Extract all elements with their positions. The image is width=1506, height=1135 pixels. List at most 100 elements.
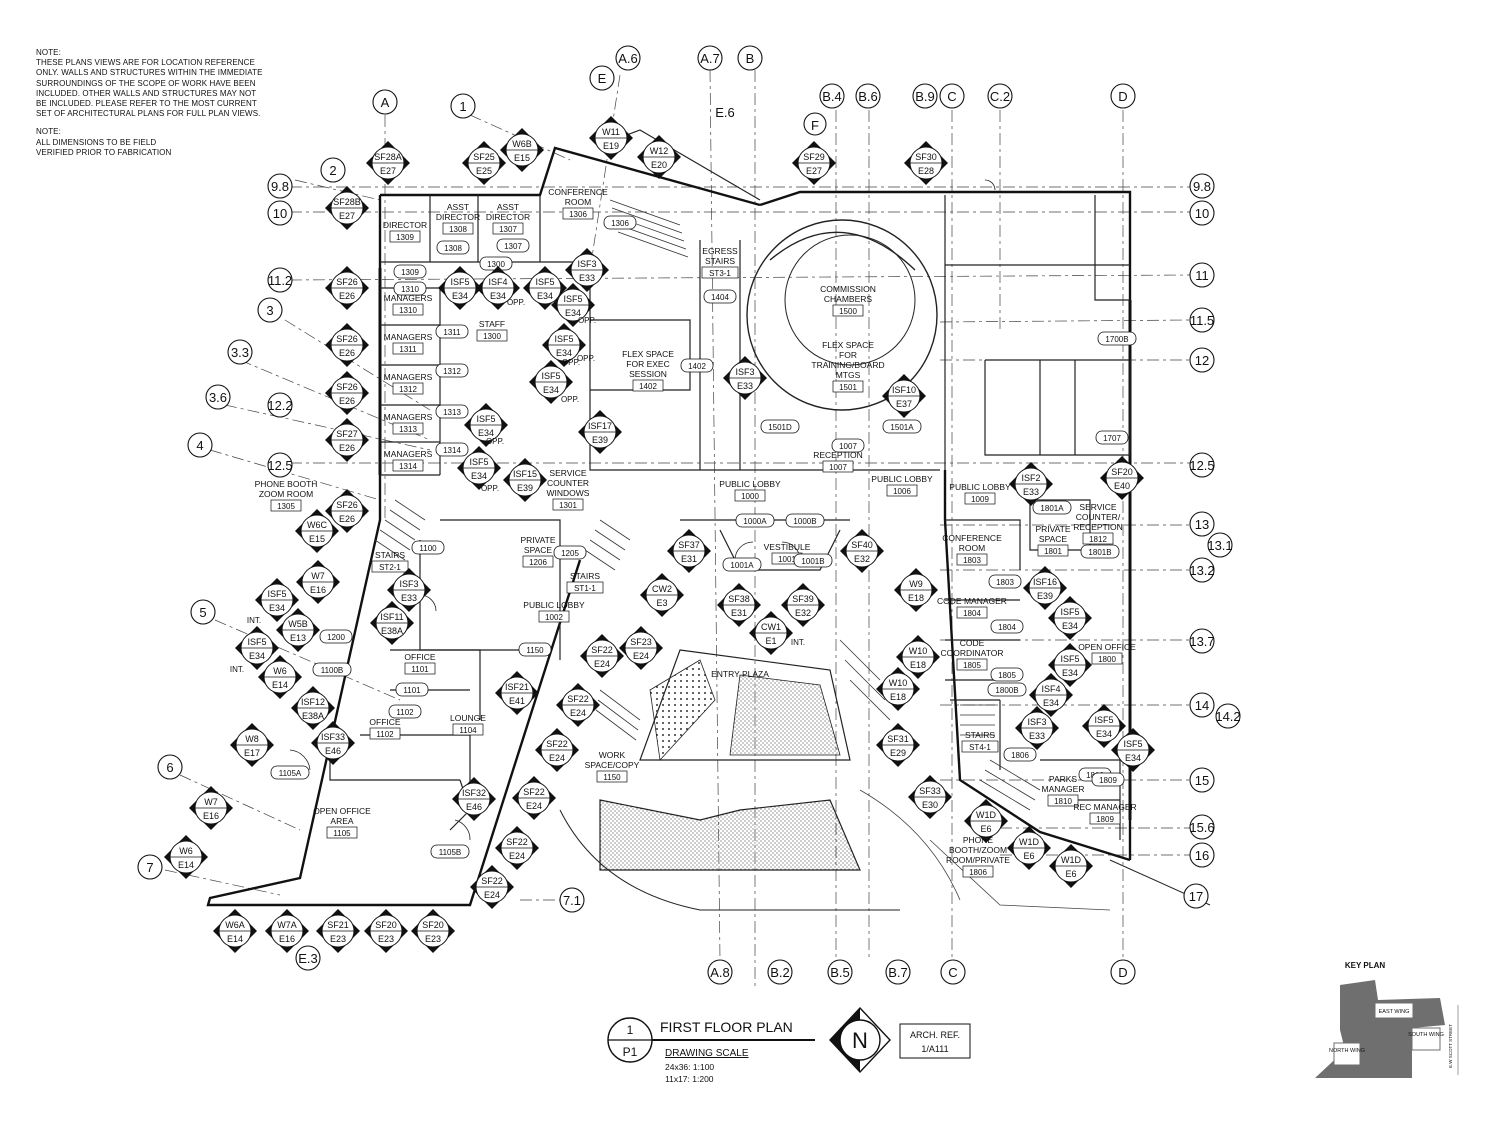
- elevation-tag-sheet: E34: [1096, 729, 1112, 739]
- north-label: N: [852, 1028, 868, 1053]
- key-plan-south-wing: SOUTH WING: [1408, 1032, 1444, 1038]
- elevation-tag-sheet: E31: [731, 608, 747, 618]
- door-tag: [395, 682, 429, 697]
- elevation-tag-id: SF28A: [374, 152, 402, 162]
- elevation-tag-id: ISF5: [563, 294, 582, 304]
- elevation-tag-id: W9: [909, 579, 923, 589]
- elevation-tag-id: CW1: [761, 622, 781, 632]
- elevation-tag-sheet: E20: [651, 160, 667, 170]
- elevation-tag-id: SF33: [919, 786, 941, 796]
- grid-bubble-label: 7: [146, 860, 153, 875]
- door-tag: [990, 619, 1024, 634]
- door-tag: [990, 667, 1024, 682]
- elevation-tag-sheet: E26: [339, 443, 355, 453]
- drawing-title: FIRST FLOOR PLAN: [660, 1019, 793, 1035]
- elevation-tag-sheet: E24: [570, 708, 586, 718]
- room-number: 1801: [1044, 547, 1062, 556]
- door-tag-label: 1100B: [321, 666, 344, 675]
- title-block: 1 P1 FIRST FLOOR PLAN DRAWING SCALE 24x3…: [607, 1006, 971, 1084]
- note-heading: NOTE:: [36, 48, 61, 57]
- general-notes: NOTE:THESE PLANS VIEWS ARE FOR LOCATION …: [36, 48, 286, 166]
- grid-bubble-label: B.6: [858, 89, 878, 104]
- room-number: 1308: [449, 225, 467, 234]
- elevation-tag-sheet: E26: [339, 514, 355, 524]
- grid-bubble: [1215, 703, 1241, 729]
- opposite-label: OPP.: [562, 358, 580, 367]
- room-name: RECEPTION: [813, 450, 863, 460]
- grid-bubble-label: 9.8: [1193, 179, 1211, 194]
- grid-bubble: [1207, 532, 1233, 558]
- room-number: 1000: [741, 492, 759, 501]
- room-number-box: [701, 266, 739, 279]
- door-tag-label: 1800B: [995, 686, 1018, 695]
- room-number-box: [562, 207, 594, 220]
- room-number: 1009: [971, 495, 989, 504]
- grid-bubble: [1189, 628, 1215, 654]
- elevation-tag-id: SF30: [915, 152, 937, 162]
- grid-bubble-label: 12.2: [267, 398, 292, 413]
- elevation-tag-sheet: E27: [806, 166, 822, 176]
- grid-bubble: [589, 65, 615, 91]
- elevation-tag-sheet: E34: [1062, 621, 1078, 631]
- grid-bubble-label: C: [947, 89, 956, 104]
- door-tag-label: 1314: [443, 446, 461, 455]
- elevation-tag-sheet: E26: [339, 348, 355, 358]
- room-number: 1206: [529, 558, 547, 567]
- grid-bubble-label: B.2: [770, 965, 790, 980]
- elevation-tag-sheet: E18: [890, 692, 906, 702]
- grid-bubble: [939, 83, 965, 109]
- door-tag-label: 1809: [1099, 776, 1117, 785]
- door-tag-label: 1105B: [439, 848, 462, 857]
- room-number: 1805: [963, 661, 981, 670]
- elevation-tag-sheet: E28: [918, 166, 934, 176]
- sheet-number: P1: [623, 1045, 638, 1059]
- elevation-tag-sheet: E23: [425, 934, 441, 944]
- door-tag-label: 1000B: [793, 517, 816, 526]
- elevation-tag-sheet: E32: [854, 554, 870, 564]
- interior-label: INT.: [791, 638, 805, 647]
- elevation-tag-id: W10: [889, 678, 908, 688]
- elevation-tag-id: SF25: [473, 152, 495, 162]
- door-tag: [785, 513, 825, 528]
- grid-bubble-label: 12.5: [267, 458, 292, 473]
- elevation-tag-sheet: E24: [509, 851, 525, 861]
- grid-bubble: [450, 93, 476, 119]
- elevation-tag-id: W6: [273, 666, 287, 676]
- elevation-tag-id: SF27: [336, 429, 358, 439]
- elevation-tag-sheet: E16: [203, 811, 219, 821]
- elevation-tag-sheet: E34: [269, 603, 285, 613]
- grid-bubble-label: 3.6: [209, 390, 227, 405]
- elevation-tag-id: SF31: [887, 734, 909, 744]
- room-number-box: [452, 723, 484, 736]
- elevation-tag-id: ISF33: [321, 732, 345, 742]
- elevation-tag-id: SF28B: [333, 197, 361, 207]
- elevation-tag-sheet: E16: [279, 934, 295, 944]
- elevation-tag-id: ISF5: [247, 637, 266, 647]
- elevation-tag-sheet: E17: [244, 748, 260, 758]
- room-name: ENTRY PLAZA: [711, 669, 769, 679]
- elevation-tag-sheet: E29: [890, 748, 906, 758]
